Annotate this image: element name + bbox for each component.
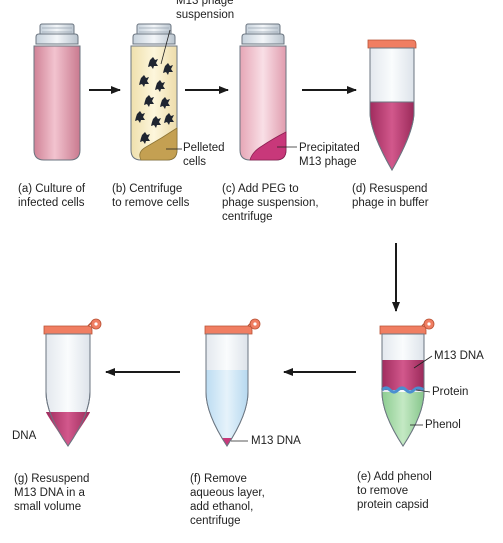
phage-particles: [135, 57, 174, 144]
tube-g-dna: [43, 318, 102, 447]
label-phenol: Phenol: [425, 419, 461, 431]
caption-step-b: (b) Centrifuge to remove cells: [112, 183, 190, 209]
tube-b-centrifuged: [130, 23, 178, 161]
caption-step-c: (c) Add PEG to phage suspension, centrif…: [222, 183, 319, 223]
tube-e-phenol: [379, 318, 435, 447]
caption-step-f: (f) Remove aqueous layer, add ethanol, c…: [190, 473, 265, 527]
label-precipitated-m13-phage: Precipitated M13 phage: [299, 142, 360, 168]
leader-protein: [415, 389, 431, 393]
caption-step-e: (e) Add phenol to remove protein capsid: [357, 471, 432, 511]
caption-step-d: (d) Resuspend phage in buffer: [352, 183, 429, 209]
tube-c-peg: [239, 23, 287, 161]
tube-f-ethanol: [204, 318, 261, 447]
leader-m13-dna-e: [413, 355, 433, 369]
label-pelleted-cells: Pelleted cells: [183, 142, 225, 168]
label-m13-phage-suspension: M13 phage suspension: [176, 0, 235, 21]
label-protein: Protein: [432, 386, 469, 398]
label-m13-dna-f: M13 DNA: [251, 435, 301, 447]
leader-m13-suspension: [160, 29, 171, 65]
label-m13-dna-e: M13 DNA: [434, 350, 484, 362]
caption-step-a: (a) Culture of infected cells: [18, 183, 86, 209]
tube-a-culture: [33, 23, 81, 161]
caption-step-g: (g) Resuspend M13 DNA in a small volume: [14, 473, 90, 513]
tube-d-resuspended: [367, 39, 417, 171]
label-dna-g: DNA: [12, 430, 37, 442]
